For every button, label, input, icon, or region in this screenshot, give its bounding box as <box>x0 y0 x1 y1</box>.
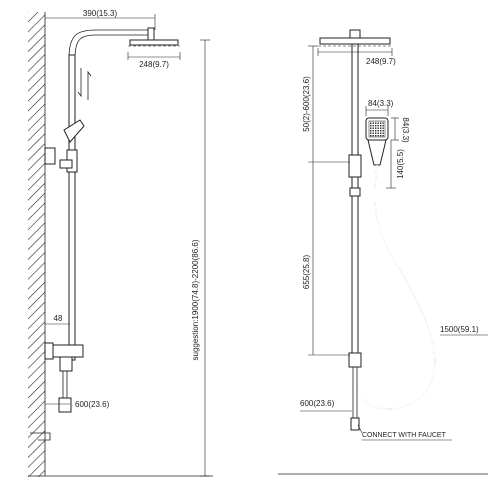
wall-bracket-top <box>44 147 56 165</box>
faucet-connector-right <box>350 417 360 431</box>
handheld-nozzles <box>368 120 386 138</box>
wall-notch <box>30 432 51 441</box>
handheld-height-label: 84(3.3) <box>401 117 410 143</box>
faucet-connector <box>58 397 72 413</box>
mixer-body-right <box>348 352 362 368</box>
shower-arm <box>68 29 150 59</box>
left-view: 390(15.3) 248(9.7) 48 600(23.6) suggesti… <box>28 9 213 477</box>
wall-hatch <box>28 12 45 477</box>
suggestion-height-label: suggestion:1900(74.8)-2200(86.6) <box>191 239 200 360</box>
hose-length-label: 1500(59.1) <box>440 325 479 334</box>
wall-bracket-bottom <box>44 342 54 360</box>
rain-shower-head <box>129 39 179 46</box>
handheld-handle <box>367 139 387 166</box>
up-down-arrows-icon <box>77 68 92 100</box>
arm-length-label: 390(15.3) <box>83 9 118 18</box>
handheld-shower <box>63 119 85 143</box>
head-width-label: 248(9.7) <box>139 60 169 69</box>
connect-faucet-note: CONNECT WITH FAUCET <box>362 432 447 439</box>
rain-shower-head-right <box>319 37 391 45</box>
mixer-body <box>59 356 73 372</box>
head-connector <box>147 27 155 41</box>
handheld-width-label: 84(3.3) <box>368 99 394 108</box>
faucet-spacing-right-label: 600(23.6) <box>300 399 335 408</box>
faucet-spacing-label: 600(23.6) <box>75 400 110 409</box>
bar-height-label: 655(25.8) <box>302 255 311 290</box>
slide-travel-label: 140(5.5) <box>396 149 405 179</box>
diverter-block <box>52 344 84 358</box>
right-view: 248(9.7) 50(2)-600(23.6) 655(25.8) 84(3.… <box>278 29 488 475</box>
head-adjust-label: 50(2)-600(23.6) <box>302 76 311 132</box>
head-width-right-label: 248(9.7) <box>366 57 396 66</box>
shower-riser <box>68 54 76 361</box>
shower-hose <box>356 164 436 410</box>
bracket-offset-label: 48 <box>54 314 63 323</box>
slide-holder-right <box>348 154 362 178</box>
